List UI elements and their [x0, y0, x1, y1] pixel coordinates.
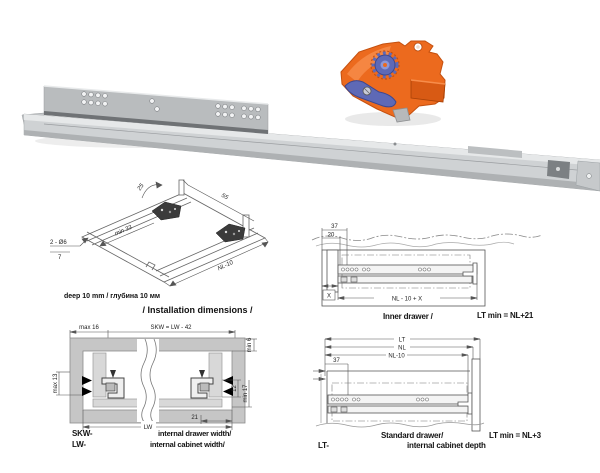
gear-center — [383, 63, 387, 67]
dim-label-max16: max 16 — [79, 325, 99, 331]
length-dimension-lines — [313, 337, 481, 395]
dim-label-max13: max 13 — [53, 373, 59, 393]
drawer-slide-rail — [21, 85, 600, 192]
inner-drawer-caption: Inner drawer / — [383, 312, 433, 321]
slide-rail-side-std — [327, 392, 477, 415]
metal-hook-tab — [392, 107, 411, 123]
inner-drawer-diagram: 37 20 X NL - 10 + X — [311, 224, 543, 307]
push-direction-arrows — [82, 376, 233, 396]
internal-cabinet-depth-label: internal cabinet depth — [407, 441, 486, 450]
rail-mounting-holes — [81, 91, 261, 120]
dim-label-lt: LT — [399, 338, 406, 344]
dim-label-x: X — [327, 294, 331, 300]
dim-label-25: 25 — [136, 182, 146, 192]
iso-caption: deep 10 mm / глубина 10 мм — [64, 292, 160, 300]
lw-label-gap — [141, 421, 156, 429]
dim-label-21: 21 — [191, 415, 198, 421]
label-lw: LW- — [72, 440, 86, 449]
dim-label-nl10x: NL - 10 + X — [392, 296, 422, 302]
cabinet-back-panel — [471, 358, 481, 432]
label-internal-cabinet-width: internal cabinet width/ — [150, 440, 225, 449]
device-screw-hole-inner — [416, 45, 420, 49]
panel-break-line-bottom — [315, 422, 485, 428]
dim-label-nl10: NL-10 — [388, 354, 405, 360]
dim-label-nl10: NL-10 — [217, 260, 235, 273]
dim-label-skw: SKW = LW - 42 — [150, 325, 192, 331]
standard-drawer-caption: Standard drawer/ — [381, 431, 444, 440]
panel-break-line — [311, 233, 543, 241]
x-dim-box — [322, 289, 336, 301]
slide-profile-right — [190, 370, 214, 399]
dim-label-37: 37 — [331, 224, 338, 230]
standard-drawer-diagram: LT NL NL-10 37 — [313, 337, 485, 432]
dim-label-37b: 37 — [333, 358, 340, 364]
dim-label-min17: min 17 — [243, 384, 249, 403]
gear-teeth — [371, 51, 399, 79]
rail-end-latch — [547, 160, 600, 192]
dim-label-min6: min 6 — [247, 337, 253, 352]
clip-block-edge — [410, 79, 446, 85]
dim-label-nl: NL — [398, 346, 406, 352]
drawer-side-outline — [320, 370, 470, 423]
iso-installation-diagram: 25 55 min 33 2 - Ø6 7 NL-10 deep 10 mm /… — [50, 179, 269, 300]
installation-dimensions-title: / Installation dimensions / — [142, 305, 253, 315]
release-lever — [344, 80, 397, 108]
panel-break-line-2 — [315, 241, 515, 248]
break-lines — [137, 338, 159, 423]
bottom-dimension-lines — [82, 410, 233, 430]
dim-label-7: 7 — [58, 255, 62, 261]
adjustment-dial-serration — [370, 50, 400, 80]
locking-device-symbols — [151, 201, 246, 243]
slide-profile-left — [101, 370, 125, 399]
lever-screw-slot — [363, 87, 371, 95]
dim-label-55: 55 — [220, 193, 229, 202]
dim-label-12: 12 — [232, 385, 238, 392]
product-photo — [21, 40, 600, 192]
dim-label-20: 20 — [328, 233, 335, 239]
dim-label-holes: 2 - Ø6 — [50, 240, 67, 246]
inner-drawer-formula: LT min = NL+21 — [477, 311, 534, 320]
top-dimension-lines — [69, 330, 236, 338]
locking-device — [340, 40, 446, 123]
dim-label-lw: LW — [144, 425, 153, 431]
label-lt-dash: LT- — [318, 441, 329, 450]
label-skw: SKW- — [72, 429, 93, 438]
device-shadow — [345, 112, 441, 126]
inner-dimension-lines — [321, 228, 478, 300]
label-internal-drawer-width: internal drawer width/ — [158, 429, 232, 438]
side-dimension-lines — [56, 338, 257, 408]
slide-rail-side — [337, 262, 478, 285]
standard-drawer-formula: LT min = NL+3 — [489, 431, 541, 440]
iso-dimension-lines — [50, 179, 269, 287]
rail-pin-hole — [393, 142, 397, 146]
front-section-diagram: max 16 SKW = LW - 42 — [53, 325, 257, 431]
